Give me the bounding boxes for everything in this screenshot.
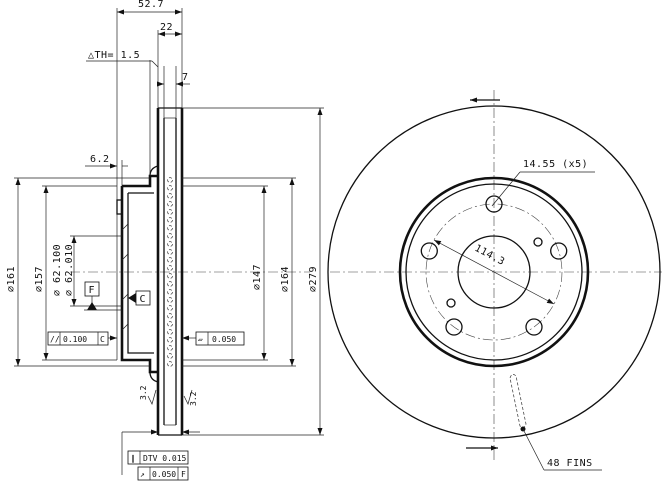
datum-f-label: F bbox=[89, 285, 96, 296]
dim-dia-279: ∅279 bbox=[308, 266, 319, 292]
vent-hole bbox=[167, 201, 173, 207]
runout-value: 0.050 bbox=[152, 470, 176, 479]
vent-hole bbox=[167, 257, 173, 263]
vent-hole bbox=[167, 353, 173, 359]
vent-hole bbox=[167, 217, 173, 223]
dtv-frame: ∥ DTV 0.015 bbox=[127, 450, 189, 465]
dim-hat-width: 22 bbox=[160, 22, 173, 33]
surface-finish-marks: 3.2 3.2 bbox=[139, 385, 198, 406]
disc-section-outline bbox=[116, 107, 184, 436]
flatness-value: 0.050 bbox=[212, 335, 236, 344]
runout-symbol: ↗ bbox=[140, 470, 145, 479]
parallelism-datum: C bbox=[100, 335, 105, 344]
dim-overall-width: 52.7 bbox=[138, 0, 164, 10]
datum-c-label: C bbox=[140, 294, 147, 305]
runout-frame: ↗ 0.050 F bbox=[137, 466, 189, 481]
vent-hole bbox=[167, 233, 173, 239]
flatness-symbol: ▱ bbox=[198, 335, 203, 344]
bolt-hole bbox=[485, 195, 503, 213]
vent-hole bbox=[167, 185, 173, 191]
dim-dia-147: ∅147 bbox=[252, 264, 263, 290]
vent-hole bbox=[167, 281, 173, 287]
fin-detail bbox=[509, 374, 527, 428]
vent-hole bbox=[167, 209, 173, 215]
vent-hole bbox=[167, 321, 173, 327]
side-view: 52.7 22 △TH= 1.5 7 6.2 ∅161 ∅157 bbox=[6, 0, 324, 481]
dim-bolt-holes: 14.55 (x5) bbox=[523, 159, 588, 170]
datum-f-triangle bbox=[87, 302, 97, 310]
dim-dia-161: ∅161 bbox=[6, 266, 17, 292]
hat-outer bbox=[405, 183, 583, 361]
vent-hole bbox=[167, 249, 173, 255]
datum-c-triangle bbox=[128, 293, 136, 303]
dim-ring-width: 7 bbox=[182, 72, 189, 83]
vent-hole bbox=[167, 241, 173, 247]
surface-mark-right: 3.2 bbox=[189, 391, 198, 406]
dim-pcd: 114.3 bbox=[473, 243, 507, 268]
hub-step bbox=[116, 199, 123, 215]
bolt-hole bbox=[445, 318, 463, 336]
vent-hole bbox=[167, 177, 173, 183]
dim-dia-center-min: ∅ 62.010 bbox=[64, 244, 75, 296]
vent-hole bbox=[167, 305, 173, 311]
dim-dia-157: ∅157 bbox=[34, 266, 45, 292]
dim-thickness-variation: △TH= 1.5 bbox=[88, 50, 140, 61]
vent-hole bbox=[167, 289, 173, 295]
dim-flange-thickness: 6.2 bbox=[90, 154, 110, 165]
dtv-value: DTV 0.015 bbox=[143, 454, 187, 463]
dim-dia-center-max: ∅ 62.100 bbox=[52, 244, 63, 296]
locator-hole-right bbox=[533, 237, 543, 247]
dim-dia-164: ∅164 bbox=[280, 266, 291, 292]
vent-hole bbox=[167, 313, 173, 319]
vent-hole bbox=[167, 329, 173, 335]
vent-hole bbox=[167, 297, 173, 303]
bolt-hole bbox=[525, 318, 543, 336]
vent-holes bbox=[167, 177, 173, 367]
pcd-dim-line bbox=[433, 239, 555, 305]
vent-hole bbox=[167, 265, 173, 271]
surface-mark-left: 3.2 bbox=[139, 385, 148, 400]
dim-fins: 48 FINS bbox=[547, 458, 593, 469]
vent-hole bbox=[167, 361, 173, 367]
vent-hole bbox=[167, 273, 173, 279]
vent-hole bbox=[167, 337, 173, 343]
runout-datum: F bbox=[181, 470, 186, 479]
flatness-frame: ▱ 0.050 bbox=[182, 331, 245, 346]
friction-ring-inner-edge bbox=[398, 176, 590, 368]
parallelism-frame: // 0.100 C bbox=[47, 331, 117, 346]
parallelism-value: 0.100 bbox=[63, 335, 87, 344]
locator-hole-left bbox=[446, 298, 456, 308]
dtv-symbol: ∥ bbox=[131, 454, 135, 463]
vent-hole bbox=[167, 193, 173, 199]
front-view: 114.3 14.55 (x5) 48 FINS bbox=[327, 90, 662, 471]
parallelism-symbol: // bbox=[50, 335, 60, 344]
disc-outer-edge bbox=[327, 105, 661, 439]
vent-hole bbox=[167, 345, 173, 351]
vent-hole bbox=[167, 225, 173, 231]
